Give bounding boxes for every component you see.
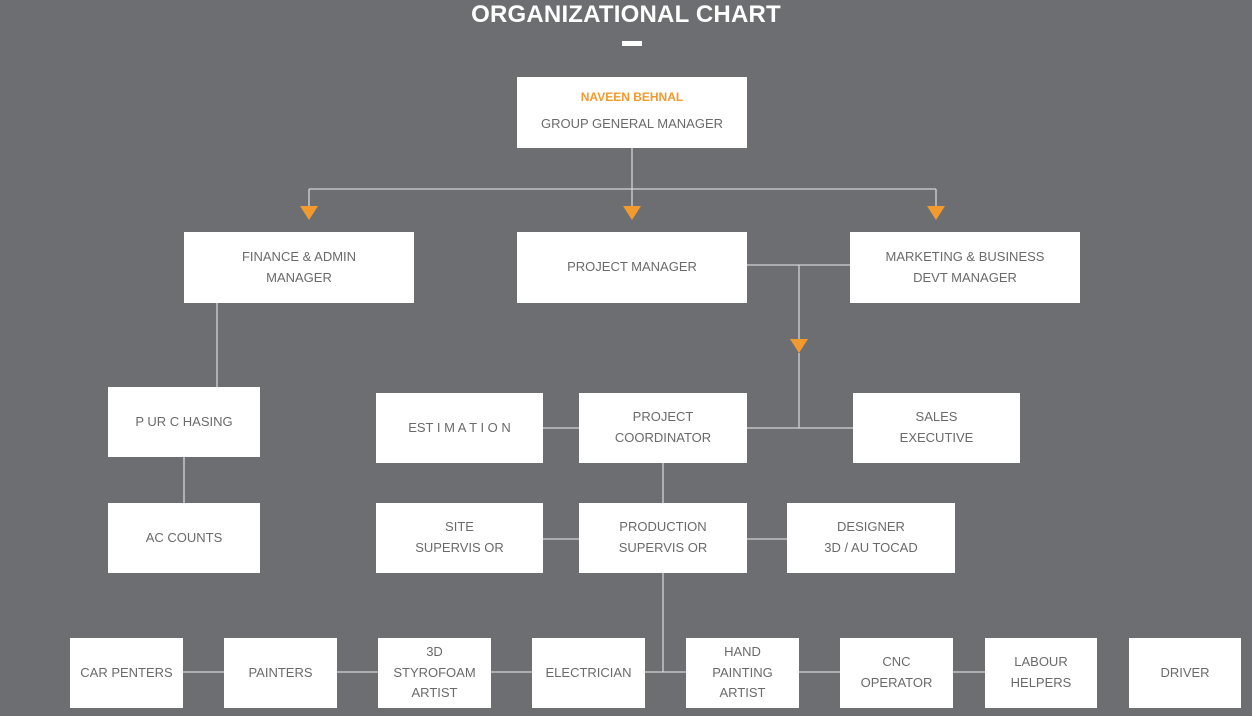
node-role: SITE SUPERVIS OR [415,519,504,555]
node-site-supervisor: SITE SUPERVIS OR [376,503,543,573]
node-purchasing: P UR C HASING [108,387,260,457]
node-role: PRODUCTION SUPERVIS OR [618,519,708,555]
node-role: FINANCE & ADMIN MANAGER [241,248,357,285]
node-role: AC COUNTS [145,529,223,545]
node-role: HAND PAINTING ARTIST [712,643,773,701]
node-role: EST I M A T I O N [408,419,511,435]
node-estimation: EST I M A T I O N [376,393,543,463]
arrow-to-finance [300,206,318,220]
node-electrician: ELECTRICIAN [532,638,645,708]
node-role: DESIGNER 3D / AU TOCAD [824,519,918,555]
arrow-to-project-manager [623,206,641,220]
node-role: SALES EXECUTIVE [899,409,974,445]
node-painters: PAINTERS [224,638,337,708]
node-role: PROJECT COORDINATOR [614,409,712,445]
node-group-general-manager: NAVEEN BEHNAL GROUP GENERAL MANAGER [517,77,747,148]
node-role: PAINTERS [248,664,313,680]
node-labour-helpers: LABOUR HELPERS [985,638,1097,708]
node-sales-executive: SALES EXECUTIVE [853,393,1020,463]
node-role: MARKETING & BUSINESS DEVT MANAGER [885,248,1045,285]
node-hand-painting-artist: HAND PAINTING ARTIST [686,638,799,708]
node-3d-styrofoam-artist: 3D STYROFOAM ARTIST [378,638,491,708]
node-role: GROUP GENERAL MANAGER [540,115,724,131]
node-carpenters: CAR PENTERS [70,638,183,708]
node-name: NAVEEN BEHNAL [580,90,684,105]
node-role: CNC OPERATOR [860,654,933,690]
title-underline [622,41,642,46]
node-finance-admin-manager: FINANCE & ADMIN MANAGER [184,232,414,303]
node-role: LABOUR HELPERS [1010,654,1072,690]
arrow-to-coordinator-group [790,339,808,353]
node-driver: DRIVER [1129,638,1241,708]
node-production-supervisor: PRODUCTION SUPERVIS OR [579,503,747,573]
node-role: CAR PENTERS [80,664,173,680]
node-designer: DESIGNER 3D / AU TOCAD [787,503,955,573]
node-accounts: AC COUNTS [108,503,260,573]
node-role: 3D STYROFOAM ARTIST [393,643,476,701]
node-role: PROJECT MANAGER [567,259,697,275]
node-project-manager: PROJECT MANAGER [517,232,747,303]
node-role: ELECTRICIAN [545,664,632,680]
node-marketing-business-manager: MARKETING & BUSINESS DEVT MANAGER [850,232,1080,303]
node-role: P UR C HASING [135,413,233,429]
node-role: DRIVER [1160,664,1210,680]
page-title: ORGANIZATIONAL CHART [471,1,781,28]
node-project-coordinator: PROJECT COORDINATOR [579,393,747,463]
node-cnc-operator: CNC OPERATOR [840,638,953,708]
arrow-to-marketing [927,206,945,220]
